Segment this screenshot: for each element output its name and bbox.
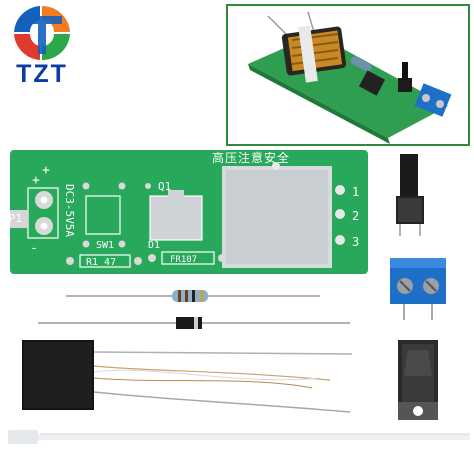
transformer-area xyxy=(222,166,332,268)
pcb-label-sw1: SW1 xyxy=(96,240,114,251)
heatsink-component xyxy=(398,340,438,420)
resistor-component xyxy=(66,290,320,302)
diode-component xyxy=(38,317,350,329)
pcb-label-power-spec: DC3-5V5A xyxy=(63,184,76,237)
brand-logo xyxy=(2,2,82,92)
pcb-pad xyxy=(35,191,53,209)
hv-coil-component xyxy=(22,340,353,413)
pcb-label-minus-left: - xyxy=(30,241,38,256)
logo-mark-icon xyxy=(14,5,70,61)
pcb-board xyxy=(10,150,368,274)
jumper-pad xyxy=(10,210,28,228)
pcb-label-r1: R1 47 xyxy=(86,257,116,268)
pcb-label-warning: 高压注意安全 xyxy=(212,150,290,165)
pcb-pad xyxy=(35,217,53,235)
terminal-block xyxy=(390,258,446,320)
pcb-label-plus-top: + xyxy=(42,163,50,178)
d1-footprint xyxy=(161,251,215,265)
switch-footprint xyxy=(85,195,121,235)
pcb-label-pin2: 2 xyxy=(352,209,359,223)
pcb-label-pin1: 1 xyxy=(352,185,359,199)
pcb-label-d1: D1 xyxy=(148,240,160,251)
pcb-label-pin3: 3 xyxy=(352,235,359,249)
q1-footprint xyxy=(149,195,203,241)
pcb-label-jumper: JP1 xyxy=(2,212,22,225)
brand-logo-text: TZT xyxy=(16,60,68,88)
r1-footprint xyxy=(79,254,131,268)
pcb-label-fr107: FR107 xyxy=(170,255,197,265)
pcb-label-q1: Q1 xyxy=(158,180,171,193)
tactile-switch xyxy=(396,154,424,236)
pcb-label-plus-left: + xyxy=(32,173,40,188)
assembled-board-illustration xyxy=(228,6,468,144)
assembled-board-inset xyxy=(226,4,470,146)
cable-tie-component xyxy=(8,430,470,444)
